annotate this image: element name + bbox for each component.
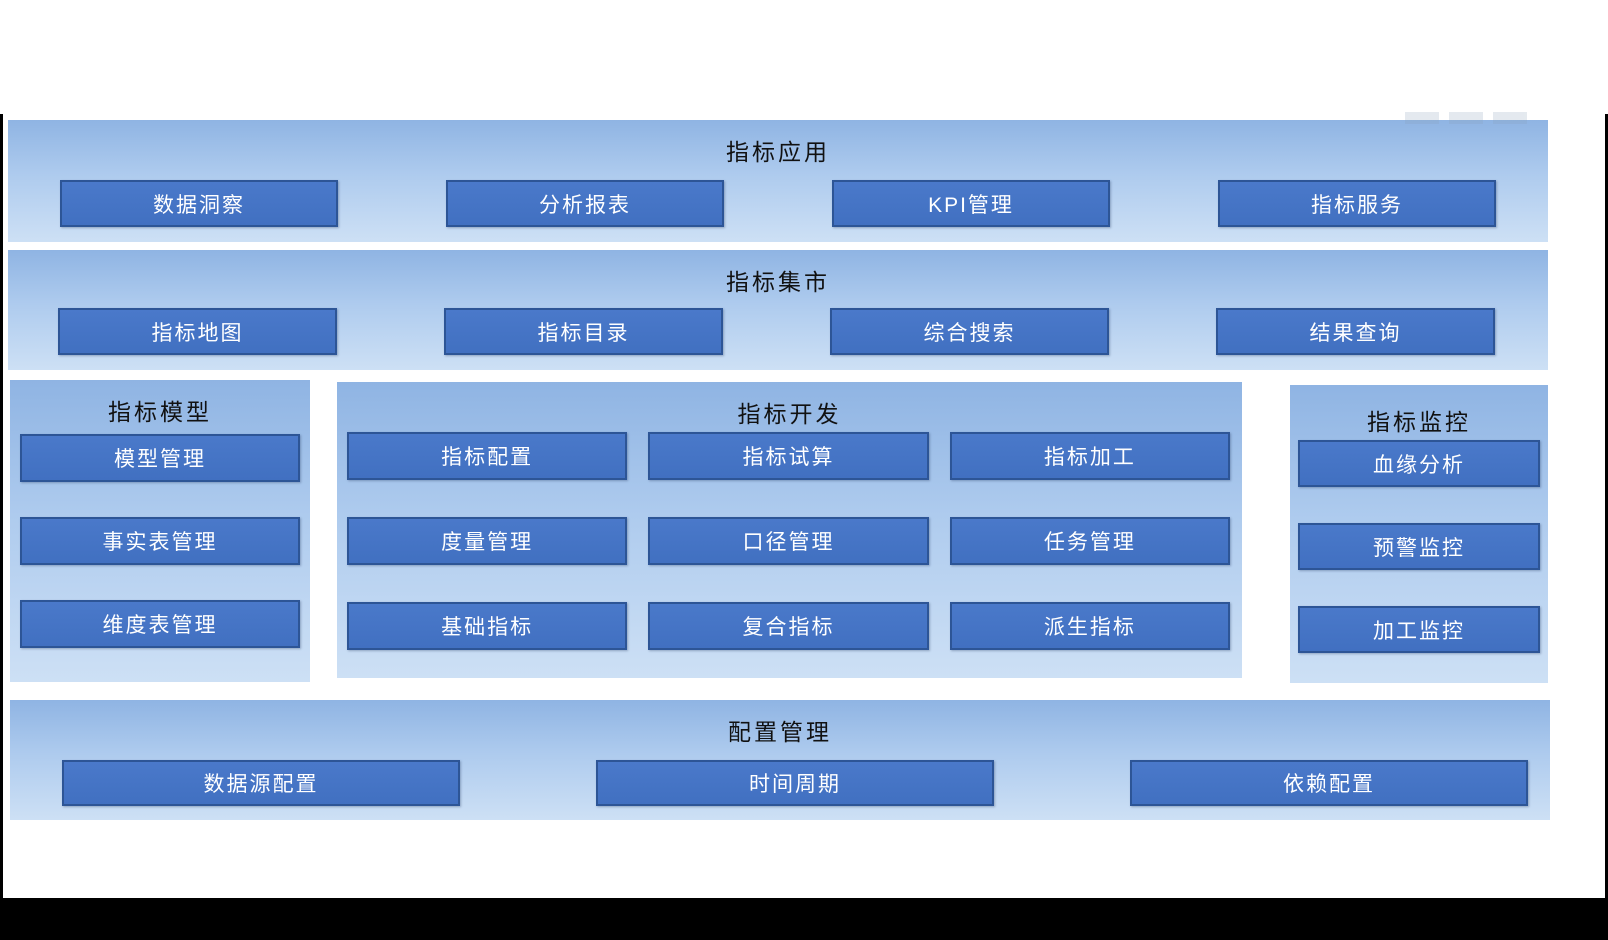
box-kpi-management: KPI管理 [832,180,1110,227]
box-datasource-config: 数据源配置 [62,760,460,806]
box-data-insight: 数据洞察 [60,180,338,227]
box-caliber-management: 口径管理 [648,517,929,565]
box-result-query: 结果查询 [1216,308,1495,355]
bottom-black-bar [0,898,1608,940]
left-edge-line [0,114,3,940]
box-alert-monitoring: 预警监控 [1298,523,1540,570]
box-composite-indicator: 复合指标 [648,602,929,650]
box-processing-monitoring: 加工监控 [1298,606,1540,653]
box-measure-management: 度量管理 [347,517,628,565]
app-items-row: 数据洞察 分析报表 KPI管理 指标服务 [60,180,1496,227]
box-indicator-catalog: 指标目录 [444,308,723,355]
box-fact-table-management: 事实表管理 [20,517,300,565]
section-title-indicator-monitoring: 指标监控 [1367,409,1471,435]
section-title-indicator-application: 指标应用 [726,139,830,165]
dev-items-grid: 指标配置 指标试算 指标加工 度量管理 口径管理 任务管理 基础指标 复合指标 … [347,432,1230,650]
section-indicator-model: 指标模型 模型管理 事实表管理 维度表管理 [10,380,310,682]
box-indicator-config: 指标配置 [347,432,628,480]
box-model-management: 模型管理 [20,434,300,482]
section-indicator-market: 指标集市 指标地图 指标目录 综合搜索 结果查询 [8,250,1548,370]
box-analysis-report: 分析报表 [446,180,724,227]
box-indicator-processing: 指标加工 [949,432,1230,480]
section-title-indicator-development: 指标开发 [737,401,842,427]
section-indicator-monitoring: 指标监控 血缘分析 预警监控 加工监控 [1290,385,1548,683]
box-indicator-service: 指标服务 [1218,180,1496,227]
box-indicator-map: 指标地图 [58,308,337,355]
box-time-period: 时间周期 [596,760,994,806]
watermark-fragment [1493,112,1527,124]
monitor-items-column: 血缘分析 预警监控 加工监控 [1298,440,1540,653]
box-lineage-analysis: 血缘分析 [1298,440,1540,487]
model-items-column: 模型管理 事实表管理 维度表管理 [20,434,300,648]
watermark-artifact [1405,112,1540,128]
section-title-indicator-model: 指标模型 [108,399,212,425]
box-basic-indicator: 基础指标 [347,602,628,650]
box-dependency-config: 依赖配置 [1130,760,1528,806]
box-dimension-table-management: 维度表管理 [20,600,300,648]
box-comprehensive-search: 综合搜索 [830,308,1109,355]
section-title-indicator-market: 指标集市 [726,269,830,295]
section-config-management: 配置管理 数据源配置 时间周期 依赖配置 [10,700,1550,820]
section-indicator-development: 指标开发 指标配置 指标试算 指标加工 度量管理 口径管理 任务管理 基础指标 … [337,382,1242,678]
box-task-management: 任务管理 [949,517,1230,565]
config-items-row: 数据源配置 时间周期 依赖配置 [62,760,1528,806]
watermark-fragment [1405,112,1439,124]
box-indicator-trial-calc: 指标试算 [648,432,929,480]
section-indicator-application: 指标应用 数据洞察 分析报表 KPI管理 指标服务 [8,120,1548,242]
right-edge-line [1605,114,1608,940]
market-items-row: 指标地图 指标目录 综合搜索 结果查询 [58,308,1495,355]
section-title-config-management: 配置管理 [728,719,832,745]
box-derived-indicator: 派生指标 [949,602,1230,650]
watermark-fragment [1449,112,1483,124]
